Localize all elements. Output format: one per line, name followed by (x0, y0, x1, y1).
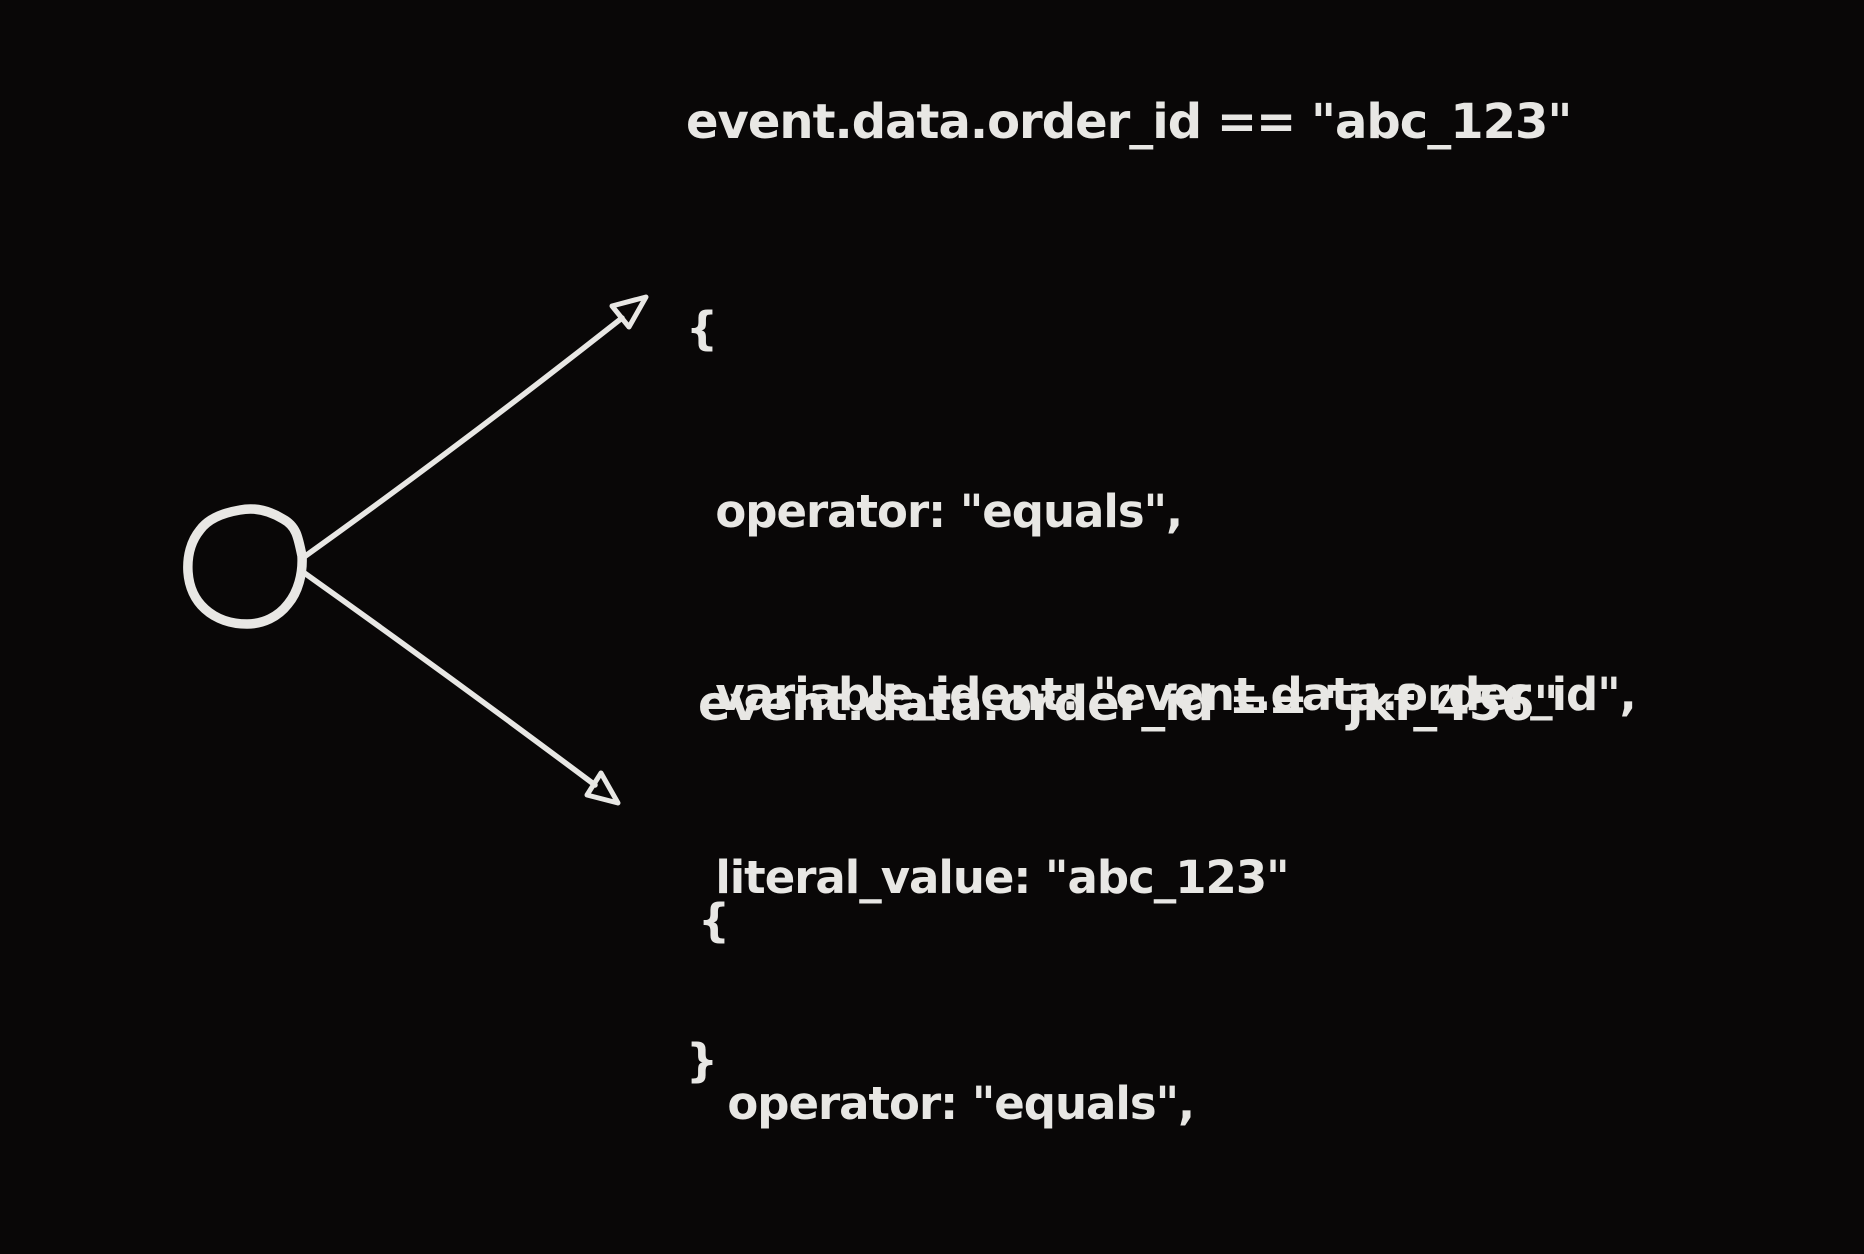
event-node-circle[interactable] (183, 504, 307, 629)
code-line: variable_ident: "event.data.order_id", (686, 668, 1636, 721)
code-line: operator: "equals", (686, 485, 1183, 538)
arrow-branch-1-line (301, 315, 625, 560)
arrow-branch-1-head-icon (609, 294, 649, 330)
arrow-branch-2-head-icon (584, 770, 621, 806)
branch-1-condition-json[interactable]: { operator: "equals", variable_ident: "e… (686, 176, 1637, 1213)
code-line: } (686, 1034, 718, 1087)
code-line: { (686, 302, 718, 355)
arrow-branch-2-line (300, 569, 598, 788)
branch-1-expression[interactable]: event.data.order_id == "abc_123" (686, 94, 1572, 150)
code-line: { (698, 894, 730, 947)
code-line: operator: "equals", (698, 1077, 1195, 1130)
branch-2-condition-json[interactable]: { operator: "equals", variable_ident: "e… (698, 768, 1648, 1254)
arrow-branch-1[interactable] (301, 294, 649, 560)
branch-2-expression[interactable]: event.data.order_id == "jkf_456" (698, 676, 1558, 732)
arrow-branch-2[interactable] (300, 569, 621, 806)
code-line: literal_value: "abc_123" (686, 851, 1289, 904)
